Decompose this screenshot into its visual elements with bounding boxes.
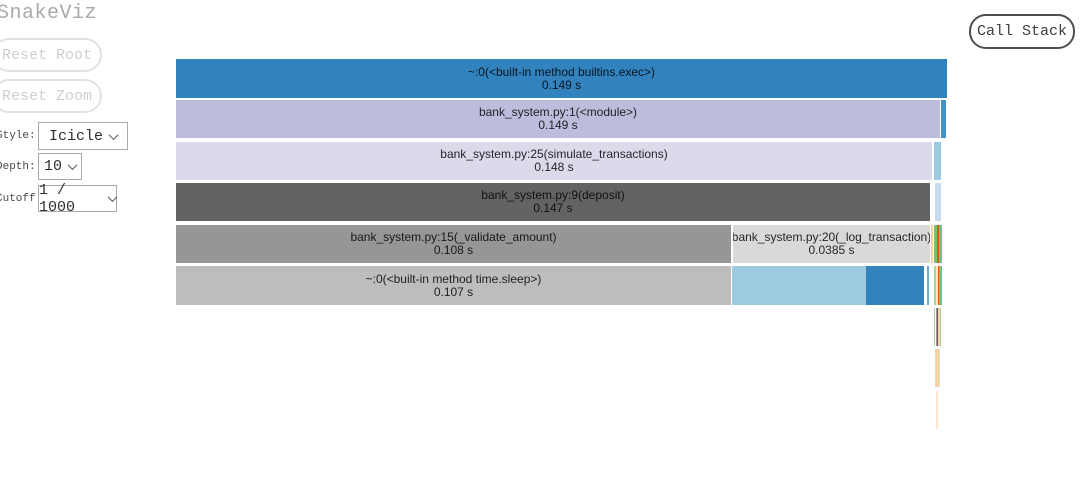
style-select-value: Icicle: [48, 127, 103, 145]
chevron-down-icon: [107, 192, 118, 203]
icicle-cell[interactable]: ~:0(<built-in method builtins.exec>)0.14…: [176, 59, 947, 98]
cutoff-select-value: 1 / 1000: [39, 181, 76, 216]
cell-time-label: 0.107 s: [433, 284, 474, 299]
depth-select[interactable]: 10: [38, 153, 82, 180]
app-logo: SnakeViz: [0, 2, 98, 25]
icicle-cell[interactable]: [937, 308, 938, 346]
icicle-cell[interactable]: [940, 308, 941, 346]
cell-function-label: ~:0(<built-in method builtins.exec>): [467, 64, 656, 79]
call-stack-button[interactable]: Call Stack: [969, 14, 1075, 49]
icicle-cell[interactable]: [732, 266, 866, 305]
icicle-cell[interactable]: [938, 225, 939, 263]
icicle-cell[interactable]: [866, 266, 924, 305]
icicle-cell[interactable]: [937, 225, 938, 263]
icicle-cell[interactable]: ~:0(<built-in method time.sleep>)0.107 s: [176, 266, 731, 305]
icicle-cell[interactable]: [935, 349, 936, 387]
icicle-cell[interactable]: [941, 100, 946, 138]
icicle-cell[interactable]: [934, 142, 941, 180]
cell-time-label: 0.149 s: [541, 77, 582, 92]
chevron-down-icon: [67, 160, 78, 171]
icicle-cell[interactable]: [934, 225, 937, 263]
icicle-cell[interactable]: [938, 266, 939, 305]
cutoff-select[interactable]: 1 / 1000: [38, 182, 118, 216]
cell-time-label: 0.149 s: [538, 118, 578, 132]
icicle-cell[interactable]: [939, 349, 940, 387]
cell-function-label: bank_system.py:25(simulate_transactions): [440, 147, 668, 161]
icicle-cell[interactable]: [931, 225, 933, 263]
cell-function-label: ~:0(<built-in method time.sleep>): [365, 271, 542, 286]
depth-label: Depth:: [0, 161, 36, 173]
icicle-cell[interactable]: [936, 266, 938, 305]
icicle-cell[interactable]: [935, 183, 941, 221]
icicle-cell[interactable]: [927, 266, 929, 305]
cell-time-label: 0.0385 s: [808, 243, 855, 257]
cell-time-label: 0.108 s: [433, 243, 474, 257]
icicle-cell[interactable]: [939, 266, 942, 305]
icicle-cell[interactable]: bank_system.py:9(deposit)0.147 s: [176, 183, 930, 221]
cell-time-label: 0.147 s: [533, 201, 573, 215]
icicle-cell[interactable]: [934, 266, 936, 305]
reset-zoom-button[interactable]: Reset Zoom: [0, 79, 102, 113]
icicle-cell[interactable]: [936, 308, 937, 346]
icicle-cell[interactable]: [939, 225, 942, 263]
cell-time-label: 0.148 s: [534, 160, 574, 174]
cell-function-label: bank_system.py:20(_log_transaction): [733, 230, 930, 244]
cell-function-label: bank_system.py:15(_validate_amount): [350, 230, 557, 244]
cutoff-label: Cutoff:: [0, 193, 43, 205]
icicle-cell[interactable]: [936, 349, 939, 387]
icicle-chart: ~:0(<built-in method builtins.exec>)0.14…: [176, 59, 947, 431]
call-stack-label: Call Stack: [976, 23, 1067, 40]
icicle-cell[interactable]: bank_system.py:20(_log_transaction)0.038…: [733, 225, 930, 263]
depth-select-value: 10: [43, 158, 62, 175]
icicle-cell[interactable]: [938, 308, 940, 346]
icicle-cell[interactable]: bank_system.py:15(_validate_amount)0.108…: [176, 225, 731, 263]
icicle-cell[interactable]: bank_system.py:1(<module>)0.149 s: [176, 100, 940, 138]
chevron-down-icon: [108, 129, 119, 140]
cell-function-label: bank_system.py:1(<module>): [478, 105, 638, 119]
style-select[interactable]: Icicle: [38, 122, 128, 150]
style-label: Style:: [0, 130, 36, 142]
icicle-cell[interactable]: [934, 308, 935, 346]
reset-root-button[interactable]: Reset Root: [0, 38, 102, 72]
icicle-cell[interactable]: [936, 391, 938, 429]
reset-zoom-label: Reset Zoom: [1, 87, 92, 105]
cell-function-label: bank_system.py:9(deposit): [481, 188, 625, 202]
icicle-cell[interactable]: bank_system.py:25(simulate_transactions)…: [176, 142, 932, 180]
reset-root-label: Reset Root: [1, 46, 92, 64]
